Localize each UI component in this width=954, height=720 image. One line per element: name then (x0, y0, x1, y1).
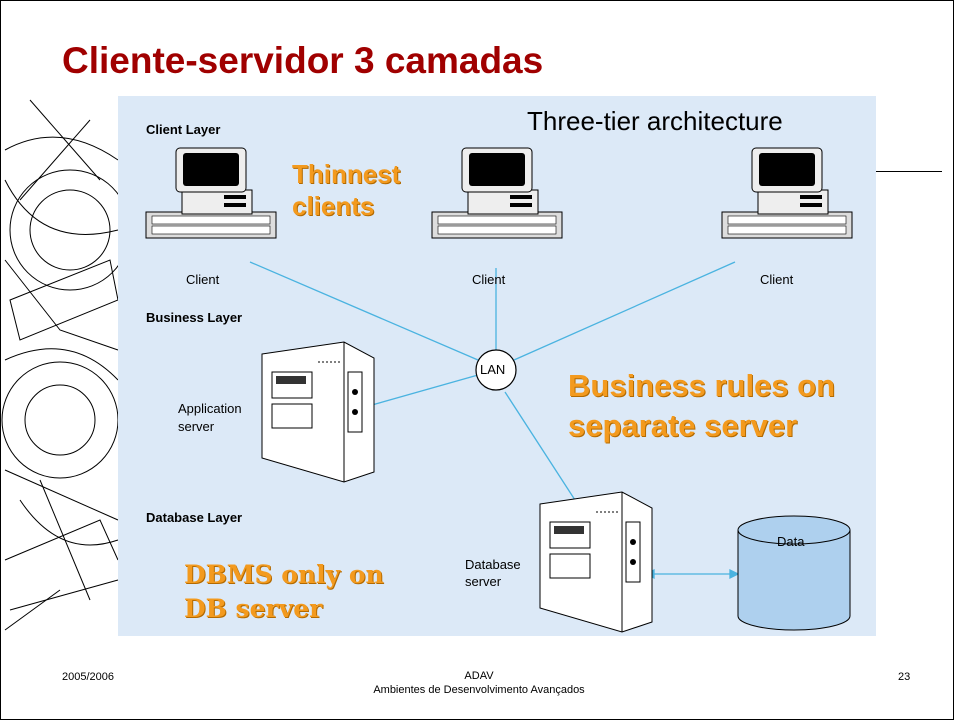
lan-label: LAN (480, 362, 506, 377)
link-app-lan (371, 374, 479, 406)
dbms-annotation: DBMS only on DB server (184, 560, 384, 623)
link-client3-lan (513, 261, 736, 361)
footer-course-code: ADAV (464, 670, 494, 682)
client-label-2: Client (472, 272, 506, 287)
data-storage-icon (737, 515, 851, 631)
data-label: Data (777, 534, 805, 549)
lan-node (475, 349, 517, 391)
client-label-3: Client (760, 272, 794, 287)
link-client1-lan (249, 261, 479, 361)
header-rule (876, 171, 942, 172)
client-computer-1 (145, 147, 277, 239)
page-number: 23 (898, 671, 911, 683)
client-computer-3 (721, 147, 853, 239)
database-server-label: Database server (465, 557, 521, 589)
network-links (249, 261, 740, 580)
business-layer-label: Business Layer (146, 310, 243, 325)
application-server-label: Application server (178, 401, 242, 434)
footer-course-name: Ambientes de Desenvolvimento Avançados (373, 684, 585, 696)
database-server-icon (539, 491, 653, 633)
application-server-icon (261, 341, 375, 483)
slide-title: Cliente-servidor 3 camadas (62, 40, 544, 81)
database-layer-label: Database Layer (146, 510, 243, 525)
client-label-1: Client (186, 272, 220, 287)
diagram-heading: Three-tier architecture (527, 106, 783, 136)
client-layer-label: Client Layer (146, 122, 221, 137)
arrow-right (729, 568, 740, 580)
link-lan-db (504, 391, 576, 501)
thinnest-clients-annotation: Thinnest clients (292, 159, 401, 221)
client-computer-2 (431, 147, 563, 239)
footer-year: 2005/2006 (62, 671, 114, 683)
business-rules-annotation: Business rules on separate server (568, 368, 836, 443)
